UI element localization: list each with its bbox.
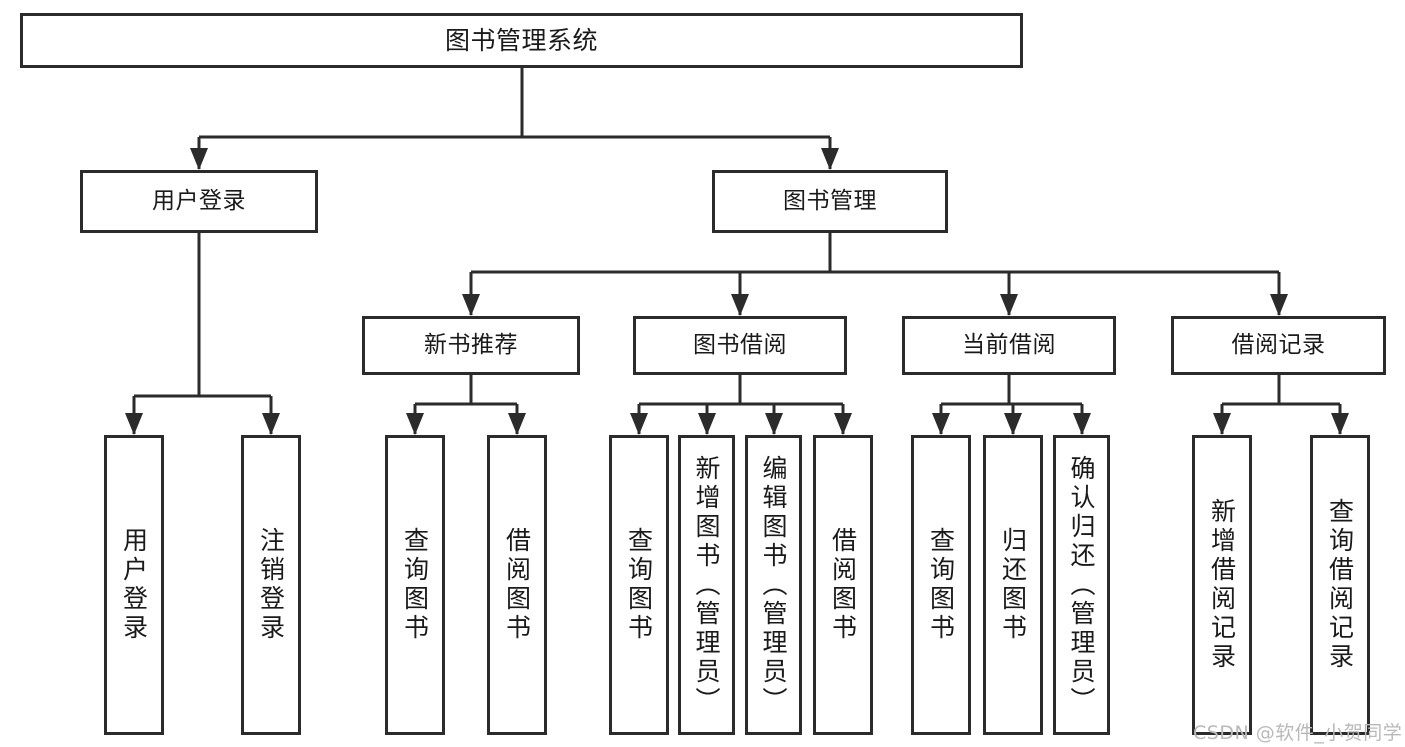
node-label: 新书推荐 [424, 332, 518, 359]
node-leaf-logout[interactable]: 注销登录 [241, 435, 301, 735]
node-leaf-edit-book-admin[interactable]: 编辑图书（管理员） [745, 435, 802, 735]
node-leaf-query-books-2[interactable]: 查询图书 [609, 435, 669, 735]
node-leaf-borrow-books-2[interactable]: 借阅图书 [813, 435, 873, 735]
node-label: 确认归还（管理员） [1067, 454, 1096, 716]
node-user-login[interactable]: 用户登录 [80, 170, 318, 233]
node-label: 查询图书 [400, 527, 430, 643]
node-label: 当前借阅 [962, 332, 1056, 359]
node-label: 用户登录 [119, 527, 149, 643]
node-label: 图书借阅 [693, 332, 787, 359]
node-leaf-query-books-1[interactable]: 查询图书 [385, 435, 445, 735]
node-leaf-add-borrowing-record[interactable]: 新增借阅记录 [1192, 435, 1252, 735]
node-label: 用户登录 [152, 188, 246, 215]
node-label: 图书管理 [783, 188, 877, 215]
node-book-borrowing[interactable]: 图书借阅 [633, 316, 847, 375]
node-label: 新增借阅记录 [1207, 498, 1237, 672]
node-label: 借阅记录 [1231, 332, 1326, 359]
node-label: 注销登录 [256, 527, 286, 643]
node-label: 查询图书 [926, 527, 956, 643]
node-borrowing-records[interactable]: 借阅记录 [1171, 316, 1386, 375]
node-leaf-add-book-admin[interactable]: 新增图书（管理员） [678, 435, 735, 735]
node-leaf-query-borrowing-record[interactable]: 查询借阅记录 [1310, 435, 1370, 735]
node-label: 借阅图书 [828, 527, 858, 643]
node-label: 查询借阅记录 [1325, 498, 1355, 672]
node-leaf-user-login[interactable]: 用户登录 [104, 435, 164, 735]
watermark: CSDN @软件_小贺同学 [1193, 722, 1403, 744]
node-leaf-query-books-3[interactable]: 查询图书 [911, 435, 971, 735]
node-leaf-return-books[interactable]: 归还图书 [983, 435, 1043, 735]
node-new-book-recommendation[interactable]: 新书推荐 [362, 316, 580, 375]
node-label: 新增图书（管理员） [692, 454, 721, 716]
node-label: 编辑图书（管理员） [759, 454, 788, 716]
node-label: 查询图书 [624, 527, 654, 643]
node-leaf-borrow-books-1[interactable]: 借阅图书 [487, 435, 547, 735]
node-current-borrowing[interactable]: 当前借阅 [902, 316, 1116, 375]
node-label: 图书管理系统 [444, 26, 598, 55]
node-leaf-confirm-return-admin[interactable]: 确认归还（管理员） [1053, 435, 1110, 735]
node-label: 归还图书 [998, 527, 1028, 643]
node-root-book-management-system[interactable]: 图书管理系统 [20, 13, 1023, 68]
node-book-management[interactable]: 图书管理 [712, 170, 948, 233]
node-label: 借阅图书 [502, 527, 532, 643]
